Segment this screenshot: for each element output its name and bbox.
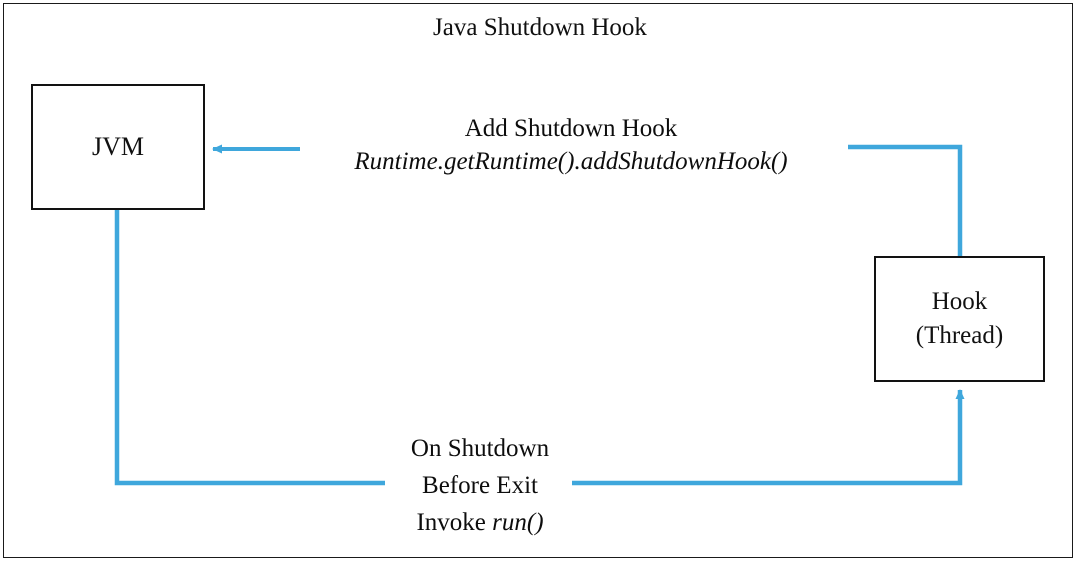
node-hook-label-line1: Hook: [931, 288, 988, 315]
node-jvm-label: JVM: [91, 132, 144, 161]
page-title: Java Shutdown Hook: [433, 14, 647, 41]
edge-label-invoke-prefix: Invoke: [416, 509, 493, 536]
edge-label-on-shutdown-line1: On Shutdown: [410, 435, 550, 462]
node-hook[interactable]: Hook (Thread): [874, 256, 1045, 382]
edge-label-on-shutdown-line3: Invoke run(): [315, 504, 645, 541]
node-hook-label-line2: (Thread): [915, 322, 1004, 349]
edge-label-add-hook-line1: Add Shutdown Hook: [464, 115, 678, 142]
edge-label-on-shutdown: On Shutdown Before Exit Invoke run(): [315, 430, 645, 541]
edge-label-on-shutdown-line2: Before Exit: [422, 472, 538, 499]
node-jvm[interactable]: JVM: [31, 84, 205, 210]
edge-label-invoke-method: run(): [492, 509, 544, 536]
edge-label-add-hook-line2: Runtime.getRuntime().addShutdownHook(): [354, 148, 788, 175]
edge-label-add-shutdown-hook: Add Shutdown Hook Runtime.getRuntime().a…: [271, 112, 871, 179]
